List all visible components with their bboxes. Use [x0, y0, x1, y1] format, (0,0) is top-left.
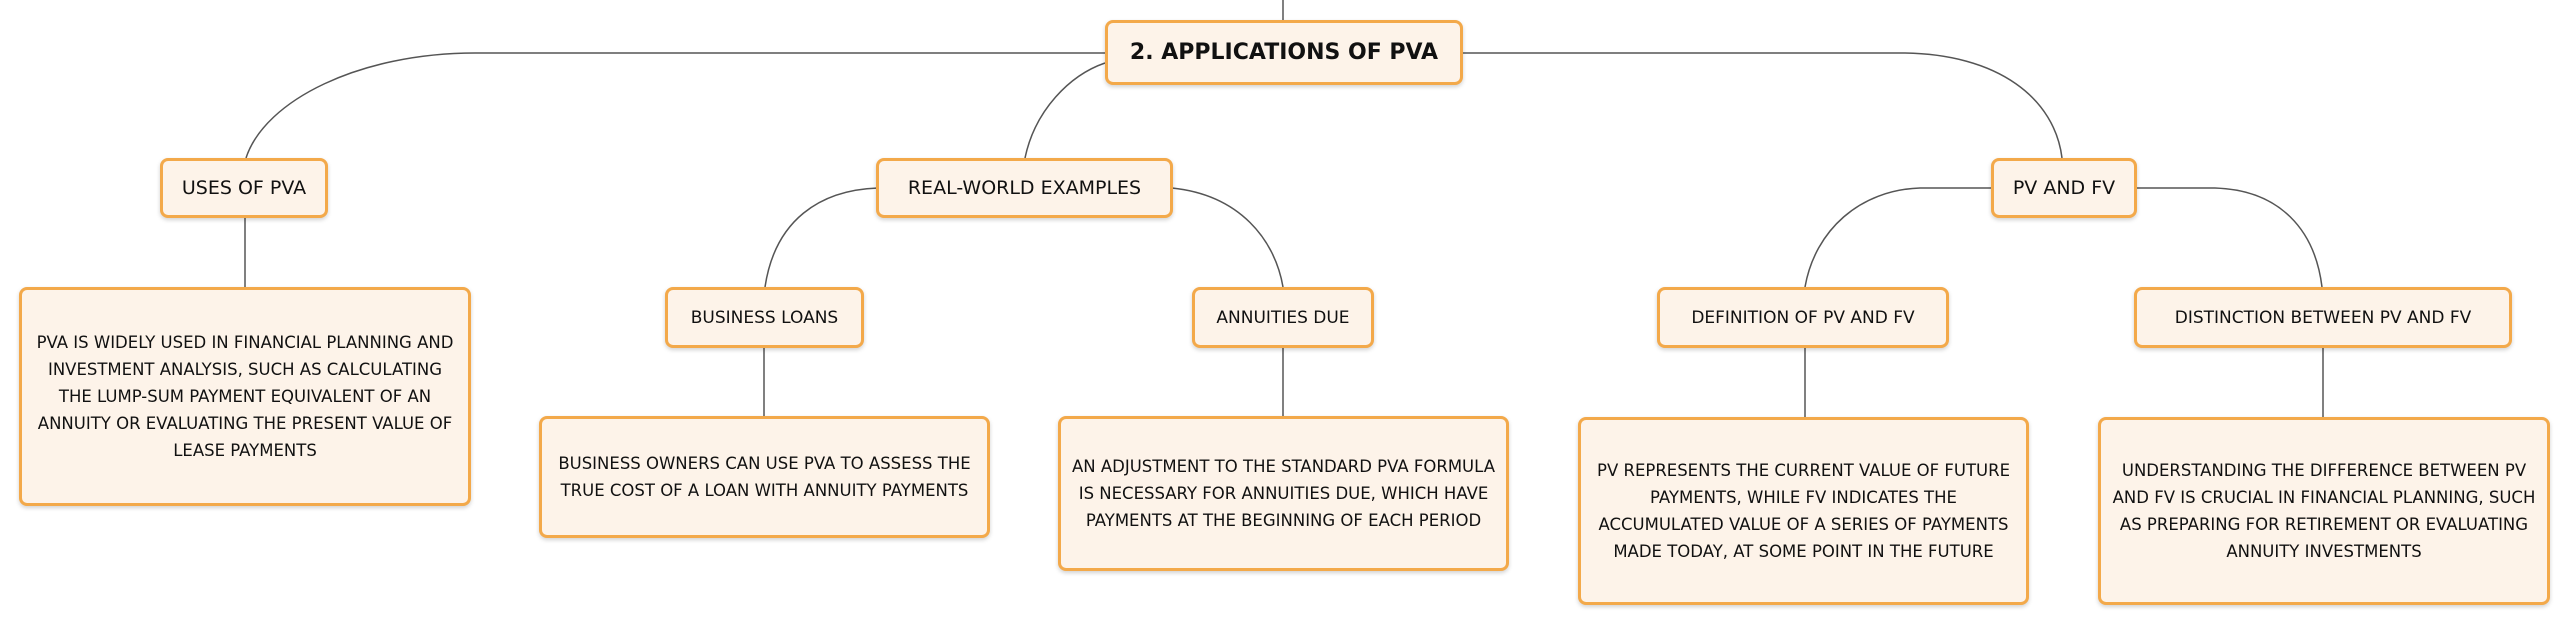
connector-pvfv-distinction: [2135, 187, 2323, 288]
connector-pvfv-definition: [1804, 187, 1993, 288]
subtopic-definition-of-pv-and-fv[interactable]: DEFINITION OF PV AND FV: [1657, 287, 1949, 348]
topic-pv-and-fv[interactable]: PV AND FV: [1991, 158, 2137, 218]
connector-examples-due: [1171, 187, 1284, 288]
topic-uses-of-pva[interactable]: USES OF PVA: [160, 158, 328, 218]
root-node[interactable]: 2. APPLICATIONS OF PVA: [1105, 20, 1463, 85]
detail-distinction-between-pv-and-fv[interactable]: UNDERSTANDING THE DIFFERENCE BETWEEN PV …: [2098, 417, 2550, 605]
subtopic-business-loans[interactable]: BUSINESS LOANS: [665, 287, 864, 348]
subtopic-distinction-between-pv-and-fv[interactable]: DISTINCTION BETWEEN PV AND FV: [2134, 287, 2512, 348]
detail-uses-of-pva[interactable]: PVA IS WIDELY USED IN FINANCIAL PLANNING…: [19, 287, 471, 506]
detail-business-loans[interactable]: BUSINESS OWNERS CAN USE PVA TO ASSESS TH…: [539, 416, 990, 538]
detail-definition-of-pv-and-fv[interactable]: PV REPRESENTS THE CURRENT VALUE OF FUTUR…: [1578, 417, 2029, 605]
connector-root-uses: [245, 52, 1105, 159]
detail-annuities-due[interactable]: AN ADJUSTMENT TO THE STANDARD PVA FORMUL…: [1058, 416, 1509, 571]
connector-root-examples: [1024, 62, 1106, 159]
topic-real-world-examples[interactable]: REAL-WORLD EXAMPLES: [876, 158, 1173, 218]
connector-examples-loans: [764, 187, 879, 288]
connector-root-pvfv: [1461, 52, 2063, 159]
subtopic-annuities-due[interactable]: ANNUITIES DUE: [1192, 287, 1374, 348]
